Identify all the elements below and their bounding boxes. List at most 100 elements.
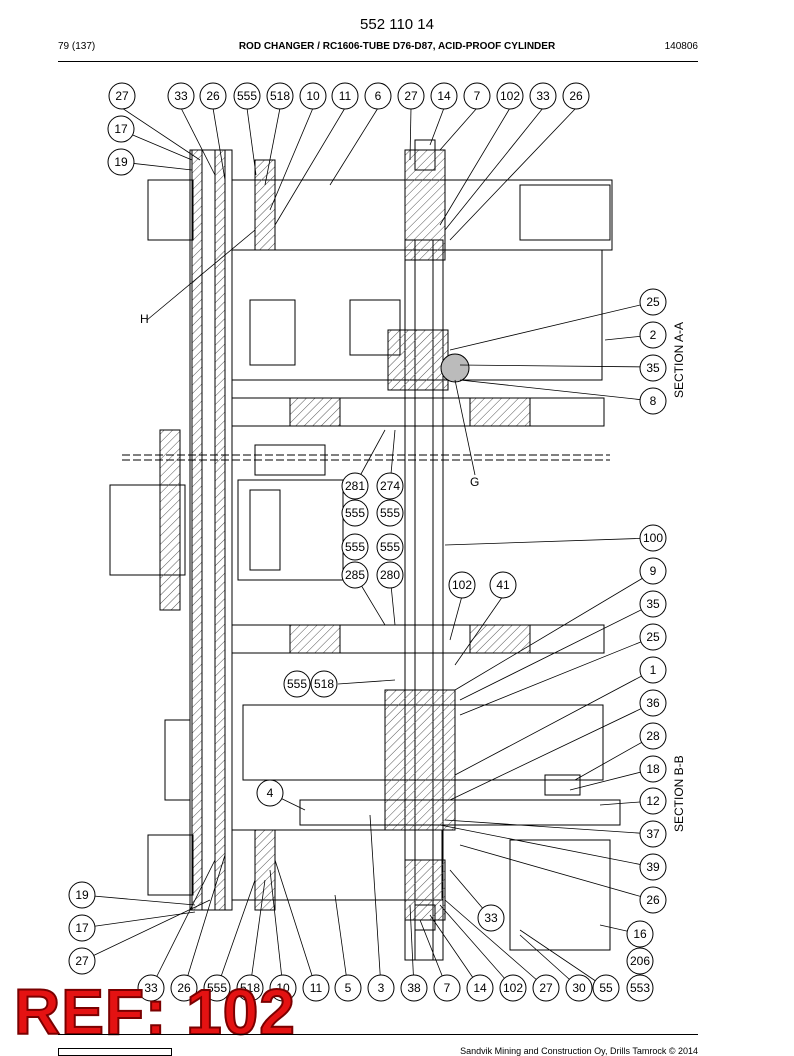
callout-label: 27 — [539, 981, 553, 995]
callout-label: 19 — [114, 155, 128, 169]
callout-bubble: 553 — [626, 974, 654, 1002]
callout-label: 553 — [630, 981, 650, 995]
callout-bubble: 7 — [463, 82, 491, 110]
callout-bubble: 8 — [639, 387, 667, 415]
detail-letter-g: G — [470, 475, 479, 489]
callout-bubble: 9 — [639, 557, 667, 585]
callout-bubble: 555 — [376, 499, 404, 527]
callout-bubble: 555 — [341, 533, 369, 561]
callout-bubble: 36 — [639, 689, 667, 717]
callout-label: 27 — [115, 89, 129, 103]
detail-letter-h: H — [140, 312, 149, 326]
document-date: 140806 — [664, 41, 698, 52]
callout-label: 5 — [345, 981, 352, 995]
callout-label: 102 — [452, 578, 472, 592]
callout-bubble: 2 — [639, 321, 667, 349]
callout-bubble: 274 — [376, 472, 404, 500]
callout-label: 33 — [144, 981, 158, 995]
callout-bubble: 285 — [341, 561, 369, 589]
callout-label: 555 — [237, 89, 257, 103]
page-reference: 79 (137) — [58, 41, 96, 52]
callout-label: 27 — [75, 954, 89, 968]
callout-bubble: 26 — [170, 974, 198, 1002]
callout-label: 100 — [643, 531, 663, 545]
callout-label: 11 — [339, 89, 352, 103]
callout-label: 280 — [380, 568, 400, 582]
callout-label: 555 — [345, 506, 365, 520]
callout-bubble: 25 — [639, 288, 667, 316]
footer-divider — [58, 1034, 698, 1035]
document-number: 552 110 14 — [360, 16, 434, 33]
callout-label: 27 — [404, 89, 418, 103]
callout-label: 555 — [207, 981, 227, 995]
callout-bubble: 30 — [565, 974, 593, 1002]
callout-bubble: 27 — [532, 974, 560, 1002]
callout-bubble: 102 — [499, 974, 527, 1002]
callout-bubble: 518 — [266, 82, 294, 110]
callout-bubble: 518 — [310, 670, 338, 698]
callout-label: 555 — [380, 540, 400, 554]
callout-label: 14 — [473, 981, 487, 995]
callout-bubble: 38 — [400, 974, 428, 1002]
callout-bubble: 5 — [334, 974, 362, 1002]
callout-bubble: 280 — [376, 561, 404, 589]
callout-bubble: 11 — [331, 82, 359, 110]
callout-label: 25 — [646, 295, 660, 309]
callout-label: 36 — [646, 696, 660, 710]
callout-label: 1 — [650, 663, 657, 677]
callout-label: 41 — [496, 578, 510, 592]
callout-bubble: 11 — [302, 974, 330, 1002]
callout-label: 26 — [569, 89, 583, 103]
company-logo — [58, 1048, 172, 1056]
callout-label: 285 — [345, 568, 365, 582]
callout-bubble: 33 — [529, 82, 557, 110]
callout-bubble: 12 — [639, 787, 667, 815]
callout-label: 102 — [500, 89, 520, 103]
callout-bubble: 206 — [626, 947, 654, 975]
callout-label: 555 — [380, 506, 400, 520]
callout-label: 7 — [444, 981, 451, 995]
callout-bubble: 27 — [108, 82, 136, 110]
callout-bubble: 26 — [639, 886, 667, 914]
callout-bubble: 4 — [256, 779, 284, 807]
callout-label: 555 — [287, 677, 307, 691]
callout-label: 26 — [646, 893, 660, 907]
callout-bubble: 35 — [639, 590, 667, 618]
callout-label: 39 — [646, 860, 660, 874]
callout-label: 17 — [114, 122, 128, 136]
callout-label: 18 — [646, 762, 660, 776]
callout-label: 33 — [174, 89, 188, 103]
callout-bubble: 518 — [236, 974, 264, 1002]
callout-bubble: 19 — [107, 148, 135, 176]
callout-label: 33 — [484, 911, 498, 925]
callout-bubble: 33 — [477, 904, 505, 932]
callout-label: 9 — [650, 564, 657, 578]
callout-bubble: 17 — [107, 115, 135, 143]
callout-bubble: 55 — [592, 974, 620, 1002]
callout-label: 11 — [310, 981, 323, 995]
callout-bubble: 19 — [68, 881, 96, 909]
callout-bubble: 281 — [341, 472, 369, 500]
callout-label: 10 — [276, 981, 290, 995]
callout-bubble: 37 — [639, 820, 667, 848]
callout-label: 35 — [646, 361, 660, 375]
callout-bubble: 26 — [199, 82, 227, 110]
callout-bubble: 39 — [639, 853, 667, 881]
callout-bubble: 555 — [376, 533, 404, 561]
callout-label: 518 — [240, 981, 260, 995]
header-divider — [58, 61, 698, 62]
callout-bubble: 27 — [68, 947, 96, 975]
callout-bubble: 28 — [639, 722, 667, 750]
callout-label: 35 — [646, 597, 660, 611]
section-label-a: SECTION A-A — [672, 322, 686, 398]
callout-label: 6 — [375, 89, 382, 103]
section-label-b: SECTION B-B — [672, 755, 686, 832]
callout-bubble: 102 — [448, 571, 476, 599]
callout-label: 3 — [378, 981, 385, 995]
callout-label: 274 — [380, 479, 400, 493]
callout-bubble: 18 — [639, 755, 667, 783]
callout-label: 518 — [270, 89, 290, 103]
callout-label: 102 — [503, 981, 523, 995]
callout-label: 12 — [646, 794, 660, 808]
